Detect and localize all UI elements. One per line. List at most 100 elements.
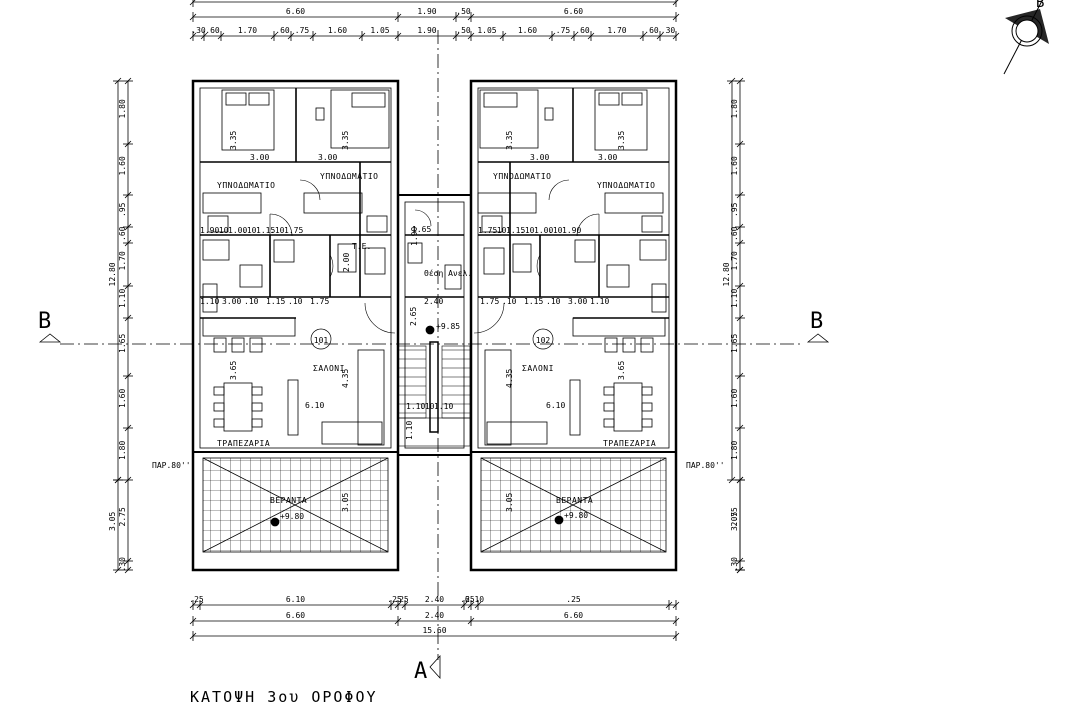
dim-bottom-total-0: 15.60	[422, 626, 446, 635]
dim-low-row-left-1: 3.00	[222, 297, 241, 306]
dim-top-row3-7: 1.90	[417, 26, 436, 35]
section-arrow-b-left	[38, 333, 62, 343]
room-label-living-right: ΣΑΛΟΝΙ	[522, 364, 554, 373]
dim-top-row3-0: .30	[191, 26, 206, 35]
dim-low-row-left-0: 1.10	[200, 297, 219, 306]
dim-right-col-7: 1.60	[730, 389, 739, 408]
dim-bedroom-width-2: 3.00	[318, 153, 337, 162]
dim-left-col-10: .30	[118, 557, 127, 572]
dim-lift-depth: 1.65	[412, 225, 431, 234]
dim-top-row2-0: 6.60	[286, 7, 305, 16]
dim-core-row-1: .10	[420, 402, 435, 411]
dim-mid-row-right-3: .10	[520, 226, 535, 235]
dim-bedroom-width-4: 3.00	[598, 153, 617, 162]
dim-mid-row-left-3: .10	[242, 226, 257, 235]
level-label-veranda-left: +9.80	[280, 512, 304, 521]
dim-stair-width: 2.40	[424, 297, 443, 306]
dim-living-width-left: 6.10	[305, 401, 324, 410]
dim-low-row-left-5: 1.75	[310, 297, 329, 306]
dim-salon-height-left: 4.35	[341, 369, 350, 388]
parapet-label-left: ΠΑΡ.80''	[152, 461, 191, 470]
level-label-center: +9.85	[436, 322, 460, 331]
dim-right-col-8: 1.80	[730, 441, 739, 460]
dim-bottom-row1-5: .25	[460, 595, 475, 604]
room-label-bedroom-2: ΥΠΝΟΔΩΜΑΤΙΟ	[320, 172, 378, 181]
dim-bottom-row1-4: 2.40	[425, 595, 444, 604]
dim-bottom-row1-0: .25	[189, 595, 204, 604]
dim-top-row2-3: 6.60	[564, 7, 583, 16]
dim-top-row3-15: .30	[661, 26, 676, 35]
dim-right-col-3: .60	[730, 226, 739, 241]
dimension-lines	[113, 0, 745, 641]
dim-top-row3-10: 1.60	[518, 26, 537, 35]
room-label-dining-right: ΤΡΑΠΕΖΑΡΙΑ	[603, 439, 656, 448]
dim-veranda-height-right: 3.05	[505, 493, 514, 512]
dim-salon-height-right: 4.35	[505, 369, 514, 388]
dim-mid-row-left-5: .10	[270, 226, 285, 235]
furniture-living	[213, 337, 654, 446]
section-marker-b-left: B	[38, 309, 51, 334]
dim-mid-row-left-0: 1.90	[200, 226, 219, 235]
dim-bottom-row1-3: .25	[394, 595, 409, 604]
dim-bedroom-height-4: 3.35	[617, 131, 626, 150]
dim-mid-row-left-2: 1.00	[228, 226, 247, 235]
north-arrow-icon	[1003, 0, 1049, 75]
dim-mid-row-right-5: .10	[548, 226, 563, 235]
dim-mid-row-right-6: 1.90	[562, 226, 581, 235]
dim-bottom-row1-1: 6.10	[286, 595, 305, 604]
dim-mid-row-left-1: .10	[214, 226, 229, 235]
dim-bottom-row1-6: 6.10	[465, 595, 484, 604]
parapet-label-right: ΠΑΡ.80''	[686, 461, 725, 470]
dim-stair-height: 2.65	[409, 307, 418, 326]
verandas	[193, 451, 676, 553]
interior-walls	[200, 88, 669, 319]
level-label-veranda-right: +9.80	[564, 511, 588, 520]
dim-top-row3-8: .50	[456, 26, 471, 35]
room-label-living-left: ΣΑΛΟΝΙ	[313, 364, 345, 373]
dim-left-col-7: 1.60	[118, 389, 127, 408]
dim-low-row-right-3: .10	[546, 297, 561, 306]
dim-left-col-3: .60	[118, 226, 127, 241]
staircase	[397, 341, 471, 447]
dim-veranda-height-left: 3.05	[341, 493, 350, 512]
dim-core-lower: 1.10	[405, 421, 414, 440]
dim-mid-row-right-1: .10	[492, 226, 507, 235]
dim-lift-width: 1.90	[410, 227, 419, 246]
dim-top-row3-12: .60	[575, 26, 590, 35]
dim-left-col-8: 1.80	[118, 441, 127, 460]
dim-top-row3-1: .60	[205, 26, 220, 35]
dim-bedroom-height-1: 3.35	[229, 131, 238, 150]
furniture-beds	[221, 89, 648, 151]
dim-right-col-5: 1.10	[730, 289, 739, 308]
dim-right-col-1: 1.60	[730, 156, 739, 175]
dim-top-row3-6: 1.05	[370, 26, 389, 35]
dim-bottom-row2-1: 2.40	[425, 611, 444, 620]
dim-living-width-right: 6.10	[546, 401, 565, 410]
dim-mid-row-right-0: 1.75	[478, 226, 497, 235]
dim-mid-row-left-4: 1.15	[256, 226, 275, 235]
dim-core-row-2: 1.10	[434, 402, 453, 411]
apartment-number-right: 102	[536, 336, 551, 345]
dim-top-row3-9: 1.05	[477, 26, 496, 35]
north-arrow-label: B	[1036, 0, 1044, 11]
dim-left-col-2: .95	[118, 202, 127, 217]
dim-bottom-row1-7: .25	[566, 595, 581, 604]
section-marker-b-right: B	[810, 309, 823, 334]
dim-low-row-right-0: 1.75	[480, 297, 499, 306]
door-swings	[269, 179, 600, 334]
dim-top-total-0: 15.60	[422, 0, 446, 1]
dim-right-col-6: 1.65	[730, 334, 739, 353]
dim-top-row2-2: .50	[456, 7, 471, 16]
section-arrow-a	[429, 654, 441, 680]
room-label-bedroom-4: ΥΠΝΟΔΩΜΑΤΙΟ	[597, 181, 655, 190]
dim-top-row3-2: 1.70	[238, 26, 257, 35]
dim-left-col-0: 1.80	[118, 99, 127, 118]
dim-left-col-1: 1.60	[118, 156, 127, 175]
dim-dining-height-left: 3.65	[229, 361, 238, 380]
dim-core-row-0: 1.10	[406, 402, 425, 411]
dim-left-col-4: 1.70	[118, 251, 127, 270]
dim-low-row-left-3: 1.15	[266, 297, 285, 306]
dim-left-col-5: 1.10	[118, 289, 127, 308]
dim-right-total-0: 12.80	[722, 262, 731, 286]
